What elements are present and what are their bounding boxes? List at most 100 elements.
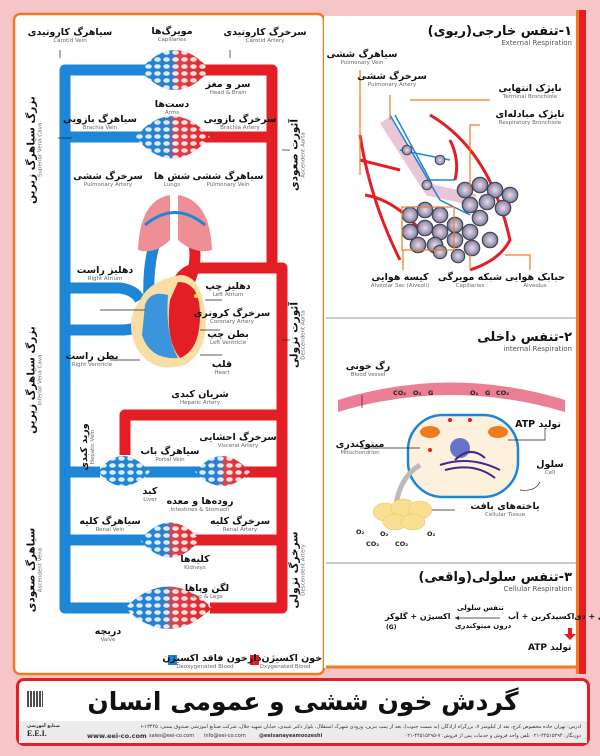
chemical-symbol: O₂ [413,389,422,397]
chemical-symbol: CO₂ [395,540,409,548]
capillary-beds [98,50,250,629]
label-en: Head & Brain [209,89,247,96]
label-fa: سرخرگ ششی [73,171,143,182]
label-fa: بزرگ سیاهرگ زبرین [25,96,38,204]
chemical-symbol: G [428,389,434,397]
info-email-link[interactable]: info@eei-co.com [204,733,246,739]
label-fa: مویرگ‌ها [151,26,193,37]
label-fa: رگ خونی [345,361,391,372]
cellular-respiration-title: ۳-تنفس سلولی(واقعی)Cellular Respiration [418,570,572,593]
label-en: Superior Vena Cava [37,122,43,178]
label-fa: شریان کبدی [171,389,229,400]
address-text: آدرس: تهران جاده مخصوص کرج، بعد از کیلوم… [141,724,581,730]
label-en: Hepatic Vein [89,429,96,465]
label-fa: کیسه هوایی [371,272,429,283]
label-en: Portal Vein [155,456,185,463]
website-link[interactable]: www.eei-co.com [87,732,147,740]
label-en: Left Atrium [212,291,244,298]
label-fa: سرخرگ کرونری [193,308,271,319]
label-en: Liver [143,496,157,503]
label-en: Coronary Artery [210,318,254,325]
cell-illustration [338,382,565,531]
label-fa: بزرگ سیاهرگ زیرین [25,326,38,434]
equation-arrow-top: تنفس سلولی [457,604,504,612]
label-fa: شش ها [153,171,191,182]
label-fa: آئورت صعودی [288,118,301,192]
label-fa: سلول [536,459,564,470]
label-en: Renal Artery [222,526,258,533]
label-fa: نایژک انتهایی [498,83,562,94]
label-fa: آئورت نزولی [288,302,301,368]
alveoli-illustration [358,70,531,272]
label-en: Pulmonary Vein [206,181,250,188]
label-en: Terminal Bronchiole [502,93,558,100]
label-en: Arms [164,109,180,116]
label-fa: سیاهرگ کلیه [79,516,141,527]
label-en: Right Atrium [87,275,123,282]
phone-text: دورنگار: ۴۴۵۱۵۲۹۴-۰۲۱ تلفن واحد فروش و خ… [404,733,581,739]
label-en: Kidneys [184,564,206,571]
label-en: Cellular Tissue [484,511,525,518]
label-en: Oxygenated Blood [259,663,311,670]
label-en: Carotid Artery [245,37,285,44]
label-fa: سیاهرگ کاروتیدی [27,27,113,38]
chemical-symbol: O₂ [470,389,479,397]
label-fa: دریچه [94,626,122,637]
label-fa: سرخرگ نزولی [288,531,301,609]
label-fa: دهلیز راست [76,265,134,276]
label-en: Capillaries [157,36,187,43]
label-en: Pulmonary Artery [83,181,133,188]
label-en: Descendent Artery [300,544,306,596]
chemical-symbol: G [485,389,491,397]
label-en: Pulmonary Artery [367,81,417,88]
label-fa: سرخرگ کاروتیدی [223,27,307,38]
instagram-link[interactable]: @eeisanayeamoozeshi [259,733,323,739]
label-fa: دست‌ها [154,99,190,110]
sales-email-link[interactable]: sales@eei-co.com [149,733,195,739]
label-en: Ascendent Aorta [300,132,306,178]
label-fa: بطن راست [65,351,119,362]
label-en: Renal Vein [95,526,125,533]
label-en: Lungs [163,181,181,188]
label-fa: تولید ATP [515,419,561,430]
equation-reactant-note: (G) [386,624,397,631]
label-en: Descendent Aorta [300,310,306,360]
label-fa: میتوکندری [335,439,385,450]
qr-code[interactable] [27,691,43,707]
label-en: Mitochondrion [340,449,380,456]
label-en: Valve [100,636,116,643]
label-fa: سیاهرگ باب [140,446,200,457]
poster-title: گردش خون ششی و عمومی انسان [87,687,519,716]
